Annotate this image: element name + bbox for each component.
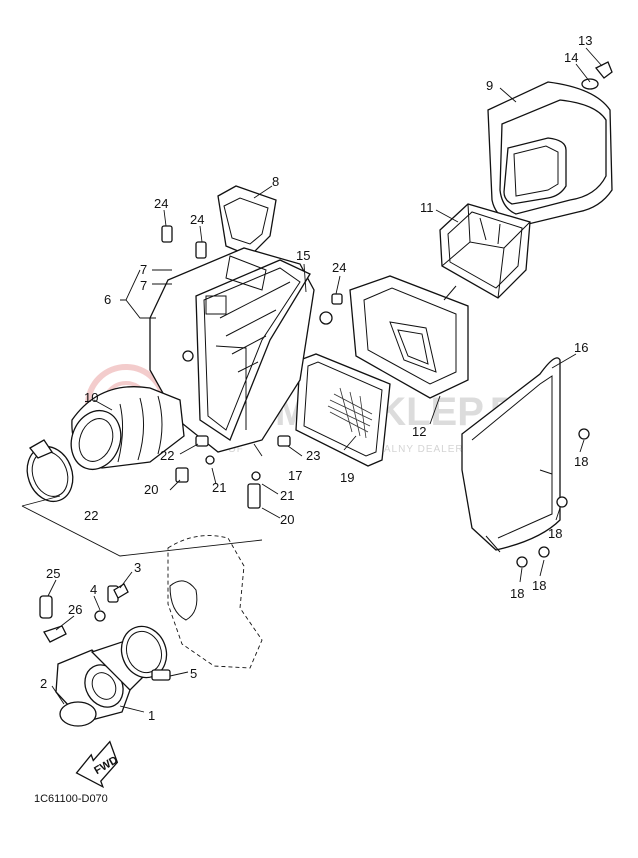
intake-duct <box>217 185 277 257</box>
callout-5: 5 <box>190 666 197 681</box>
callout-20a: 20 <box>144 482 158 497</box>
watermark-subtitle: OFICJALNY DEALER YAMAHA <box>350 444 515 455</box>
callout-24a: 24 <box>154 196 168 211</box>
callout-3: 3 <box>134 560 141 575</box>
air-joint-hose <box>70 386 185 471</box>
callout-13: 13 <box>578 33 592 48</box>
callout-14: 14 <box>564 50 578 65</box>
callout-21a: 21 <box>212 480 226 495</box>
callout-7b: 7 <box>140 278 147 293</box>
callout-18a: 18 <box>574 454 588 469</box>
carb-clamp <box>120 625 171 681</box>
o-ring <box>59 701 97 727</box>
callout-20b: 20 <box>280 512 294 527</box>
callout-18b: 18 <box>548 526 562 541</box>
callout-8: 10 <box>84 390 98 405</box>
callout-7a: 7 <box>140 262 147 277</box>
callout-9: 8 <box>272 174 279 189</box>
leader-lines <box>21 47 603 713</box>
callout-1: 1 <box>148 708 155 723</box>
filter-grill <box>295 353 391 467</box>
callout-11: 12 <box>412 424 426 439</box>
wing-bolt-part <box>581 61 613 90</box>
callout-6: 6 <box>104 292 111 307</box>
callout-24c: 24 <box>332 260 346 275</box>
filter-guide-frame <box>439 203 531 299</box>
air-filter-element <box>487 81 613 227</box>
callout-16: 16 <box>574 340 588 355</box>
callout-labels: 13 14 9 11 8 24 24 15 24 7 7 6 16 10 12 … <box>40 33 592 723</box>
hardware <box>39 225 590 643</box>
callout-15: 15 <box>296 248 310 263</box>
callout-12: 11 <box>420 200 434 215</box>
side-cover <box>461 357 561 553</box>
callout-22b: 23 <box>306 448 320 463</box>
callout-21b: 21 <box>280 488 294 503</box>
callout-23: 22 <box>84 508 98 523</box>
callout-26: 26 <box>68 602 82 617</box>
hose-clamp <box>26 439 74 503</box>
callout-17: 17 <box>288 468 302 483</box>
drawing-code: 1C61100-D070 <box>34 793 108 805</box>
callout-4: 4 <box>90 582 97 597</box>
callout-10: 9 <box>486 78 493 93</box>
watermark-prefix: OF <box>228 444 244 455</box>
callout-18c: 18 <box>532 578 546 593</box>
fwd-arrow-icon: FWD <box>75 740 120 789</box>
callout-18d: 18 <box>510 586 524 601</box>
filter-case-cover <box>349 275 469 399</box>
engine-outline <box>167 535 263 669</box>
callout-22a: 22 <box>160 448 174 463</box>
callout-25: 25 <box>46 566 60 581</box>
callout-19: 19 <box>340 470 354 485</box>
callout-24b: 24 <box>190 212 204 227</box>
callout-2: 2 <box>40 676 47 691</box>
air-filter-case <box>149 247 333 453</box>
